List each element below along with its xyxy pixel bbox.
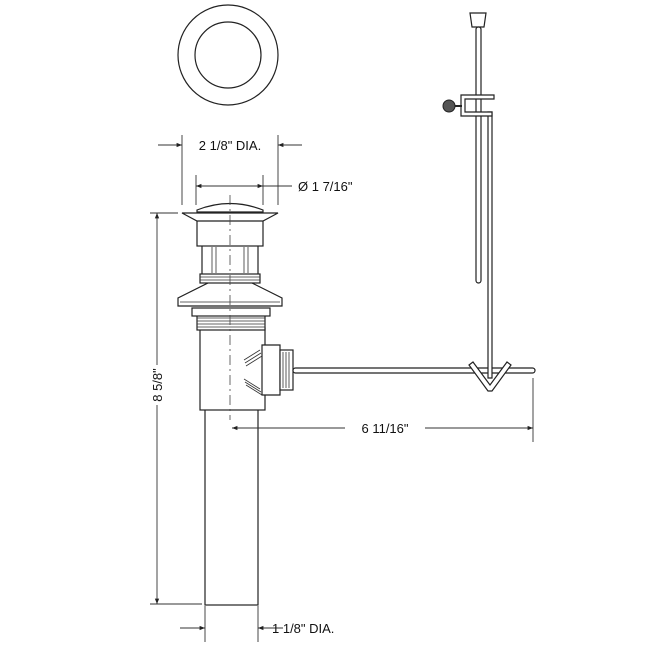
overall-height-dimension: 8 5/8" xyxy=(147,212,202,605)
extension-strap xyxy=(487,111,493,379)
strap-clevis xyxy=(460,94,495,117)
lift-rod-assembly xyxy=(442,12,512,392)
strap-v-clip xyxy=(468,361,512,392)
tailpiece xyxy=(204,399,259,606)
thumb-screw-icon xyxy=(442,99,456,113)
flange-diameter-label: 2 1/8" DIA. xyxy=(199,138,261,153)
pop-up-drain-body xyxy=(177,195,294,606)
tailpiece-diameter-dimension: 1 1/8" DIA. xyxy=(180,606,334,642)
cap-diameter-dimension: Ø 1 7/16" xyxy=(195,175,353,205)
flange-diameter-dimension: 2 1/8" DIA. xyxy=(158,135,302,205)
rod-length-label: 6 11/16" xyxy=(361,421,408,436)
pivot-nut xyxy=(279,349,294,391)
lift-rod xyxy=(475,26,482,284)
tailpiece-diameter-label: 1 1/8" DIA. xyxy=(272,621,334,636)
top-view-flange xyxy=(177,4,279,106)
overall-height-label: 8 5/8" xyxy=(150,368,165,402)
tee-hatching xyxy=(243,349,263,396)
cap-diameter-label: Ø 1 7/16" xyxy=(298,179,353,194)
stopper-cap xyxy=(196,202,264,213)
lift-rod-knob xyxy=(469,12,487,28)
rod-length-dimension: 6 11/16" xyxy=(232,378,534,442)
pivot-tee xyxy=(261,344,281,396)
